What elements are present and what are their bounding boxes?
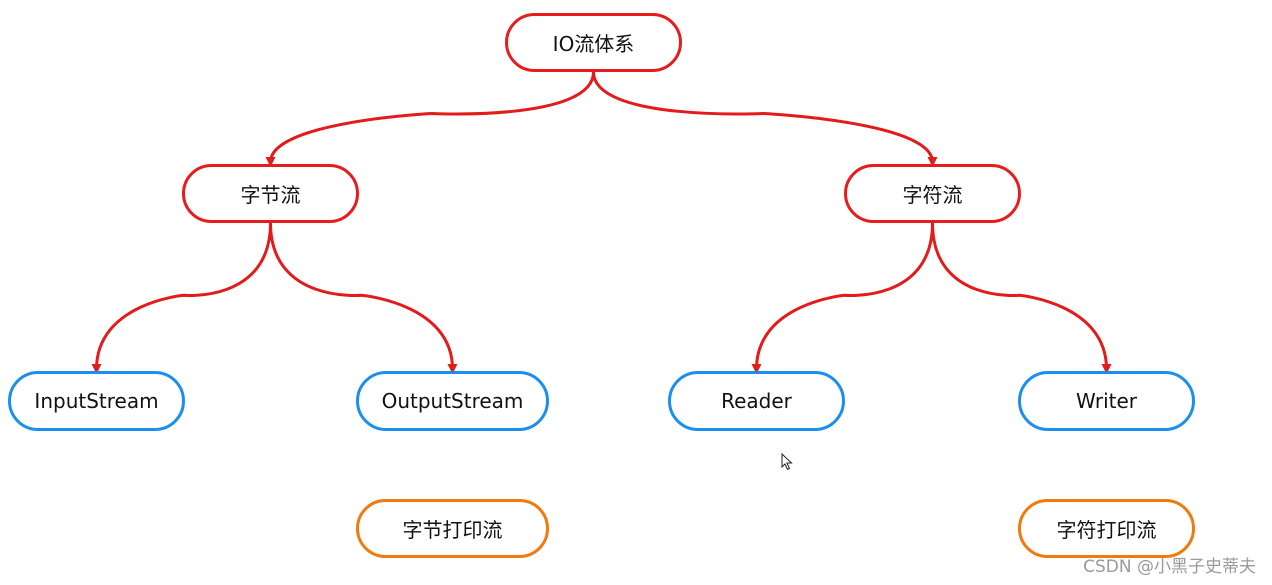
char-stream-label: 字符流 [902,183,963,207]
root-node-io-stream-system: IO流体系 [505,13,682,72]
mouse-pointer-icon [781,453,793,471]
reader-label: Reader [721,389,792,413]
byte-stream-label: 字节流 [240,183,301,207]
char-stream-node: 字符流 [844,164,1021,223]
reader-node: Reader [668,371,845,431]
inputstream-label: InputStream [34,389,159,413]
connector-char_stream-to-reader [751,222,934,374]
byte-print-stream-label: 字节打印流 [402,518,503,542]
char-print-stream-node: 字符打印流 [1018,499,1195,558]
csdn-watermark: CSDN @小黑子史蒂夫 [1083,557,1256,577]
root-node-label: IO流体系 [552,32,635,56]
char-print-stream-label: 字符打印流 [1056,518,1157,542]
connector-byte_stream-to-input_stream [91,222,272,374]
connector-root-to-byte_stream [265,71,595,167]
connector-byte_stream-to-output_stream [269,222,458,374]
inputstream-node: InputStream [8,371,185,431]
outputstream-label: OutputStream [381,389,524,413]
writer-node: Writer [1018,371,1195,431]
byte-print-stream-node: 字节打印流 [356,499,549,558]
outputstream-node: OutputStream [356,371,549,431]
byte-stream-node: 字节流 [182,164,359,223]
connector-char_stream-to-writer [931,222,1112,374]
connector-root-to-char_stream [592,71,938,167]
writer-label: Writer [1075,389,1138,413]
